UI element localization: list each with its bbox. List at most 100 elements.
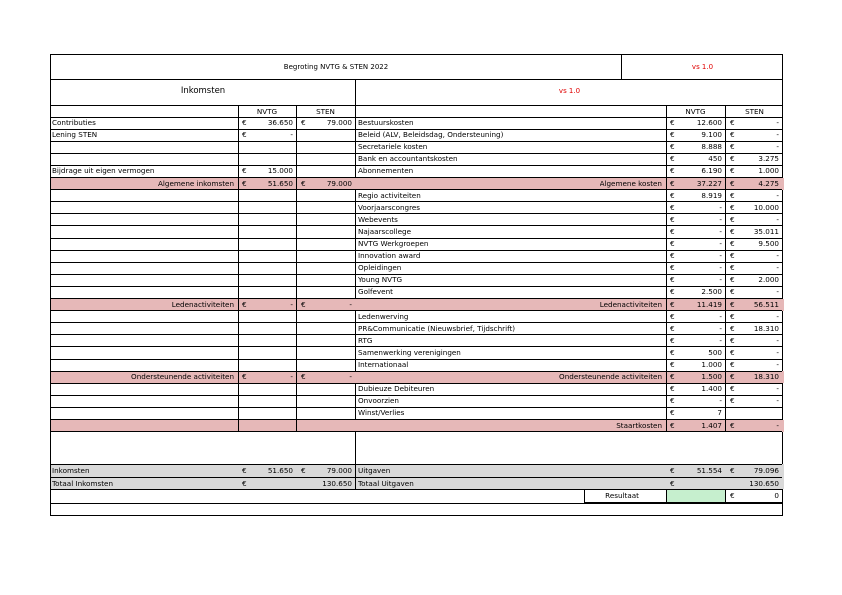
grid-line (666, 489, 667, 502)
currency-symbol: € (670, 263, 675, 273)
expense-section-total-sten: 56.511 (753, 299, 779, 309)
grid-line (725, 489, 726, 502)
expense-label: Najaarscollege (358, 226, 412, 236)
grid-line (51, 79, 782, 80)
currency-symbol: € (670, 190, 675, 200)
grid-line (51, 105, 782, 106)
grid-line (51, 419, 782, 420)
expense-section-total-nvtg: 11.419 (696, 299, 722, 309)
expense-nvtg-value: 8.888 (701, 142, 722, 152)
currency-symbol: € (670, 178, 675, 188)
currency-symbol: € (730, 178, 735, 188)
section-total-band (51, 419, 784, 432)
currency-symbol: € (670, 335, 675, 345)
currency-symbol: € (670, 142, 675, 152)
expense-sten-value: 2.000 (758, 275, 779, 285)
currency-symbol: € (730, 239, 735, 248)
grid-line (51, 370, 782, 372)
expense-nvtg-value: - (719, 335, 722, 345)
expense-sten-value: - (776, 214, 779, 224)
expense-nvtg-value: 1.400 (701, 384, 722, 394)
currency-symbol: € (730, 299, 735, 309)
expense-label: Innovation award (358, 251, 421, 261)
grid-line (51, 406, 782, 408)
income-label: Lening STEN (52, 130, 98, 140)
currency-symbol: € (301, 118, 306, 127)
income-label: Contributies (52, 118, 96, 127)
currency-symbol: € (670, 311, 675, 321)
expense-section-total-sten: 4.275 (758, 178, 779, 188)
currency-symbol: € (730, 360, 735, 369)
currency-symbol: € (670, 408, 675, 418)
currency-symbol: € (670, 420, 675, 430)
expense-sten-value: 10.000 (753, 202, 779, 212)
grid-line (51, 298, 782, 299)
resultaat-label: Resultaat (605, 491, 639, 500)
currency-symbol: € (670, 118, 675, 127)
expense-nvtg-value: 8.919 (701, 190, 722, 200)
currency-symbol: € (670, 275, 675, 285)
expense-label: Internationaal (358, 360, 409, 369)
expense-label: Young NVTG (358, 275, 403, 285)
currency-symbol: € (670, 372, 675, 382)
currency-symbol: € (242, 372, 247, 382)
currency-symbol: € (730, 384, 735, 394)
expense-nvtg-value: 500 (708, 347, 722, 357)
grid-line (51, 310, 782, 312)
currency-symbol: € (670, 239, 675, 248)
inkomsten-total-nvtg: 51.650 (267, 466, 293, 475)
currency-symbol: € (670, 226, 675, 236)
grid-line (51, 489, 782, 490)
grid-line (51, 476, 782, 478)
expense-sten-value: - (776, 384, 779, 394)
grid-line (621, 55, 622, 79)
currency-symbol: € (670, 323, 675, 333)
left-col-sten: STEN (316, 106, 335, 116)
income-section-total-sten: - (349, 372, 352, 382)
grid-line (51, 394, 782, 396)
currency-symbol: € (730, 335, 735, 345)
currency-symbol: € (670, 251, 675, 261)
expense-label: PR&Communicatie (Nieuwsbrief, Tijdschrif… (358, 323, 516, 333)
income-section-total-sten: 79.000 (326, 178, 352, 188)
right-col-sten: STEN (745, 106, 764, 116)
grid-line (51, 128, 782, 130)
expense-sten-value: - (776, 287, 779, 297)
grid-line (51, 152, 782, 154)
grid-line (51, 382, 782, 384)
expense-sten-value: 35.011 (753, 226, 779, 236)
expense-nvtg-value: 450 (708, 154, 722, 164)
expense-label: Voorjaarscongres (358, 202, 421, 212)
expense-sten-value: - (776, 190, 779, 200)
expense-sten-value: - (776, 396, 779, 406)
currency-symbol: € (670, 130, 675, 140)
currency-symbol: € (670, 202, 675, 212)
currency-symbol: € (730, 190, 735, 200)
income-section-total-nvtg: - (290, 299, 293, 309)
grid-line (51, 322, 782, 324)
grid-line (584, 489, 585, 502)
expense-section-total-label: Ledenactiviteiten (599, 299, 662, 309)
grid-line (666, 105, 667, 432)
expense-section-total-sten: 18.310 (753, 372, 779, 382)
grid-line (51, 189, 782, 191)
currency-symbol: € (242, 130, 247, 140)
grid-line (51, 237, 782, 239)
expense-nvtg-value: - (719, 263, 722, 273)
income-sten-value: 79.000 (326, 118, 352, 127)
version-label: vs 1.0 (691, 63, 714, 71)
expense-label: Regio activiteiten (358, 190, 421, 200)
income-section-total-sten: - (349, 299, 352, 309)
expense-label: Opleidingen (358, 263, 402, 273)
grid-line (51, 503, 782, 504)
expense-sten-value: - (776, 251, 779, 261)
grid-line (238, 105, 239, 432)
expense-nvtg-value: - (719, 396, 722, 406)
currency-symbol: € (670, 466, 675, 475)
expense-label: Bestuurskosten (358, 118, 414, 127)
currency-symbol: € (242, 299, 247, 309)
grid-line (51, 334, 782, 336)
expense-sten-value: 1.000 (758, 166, 779, 176)
section-total-band (51, 177, 784, 190)
